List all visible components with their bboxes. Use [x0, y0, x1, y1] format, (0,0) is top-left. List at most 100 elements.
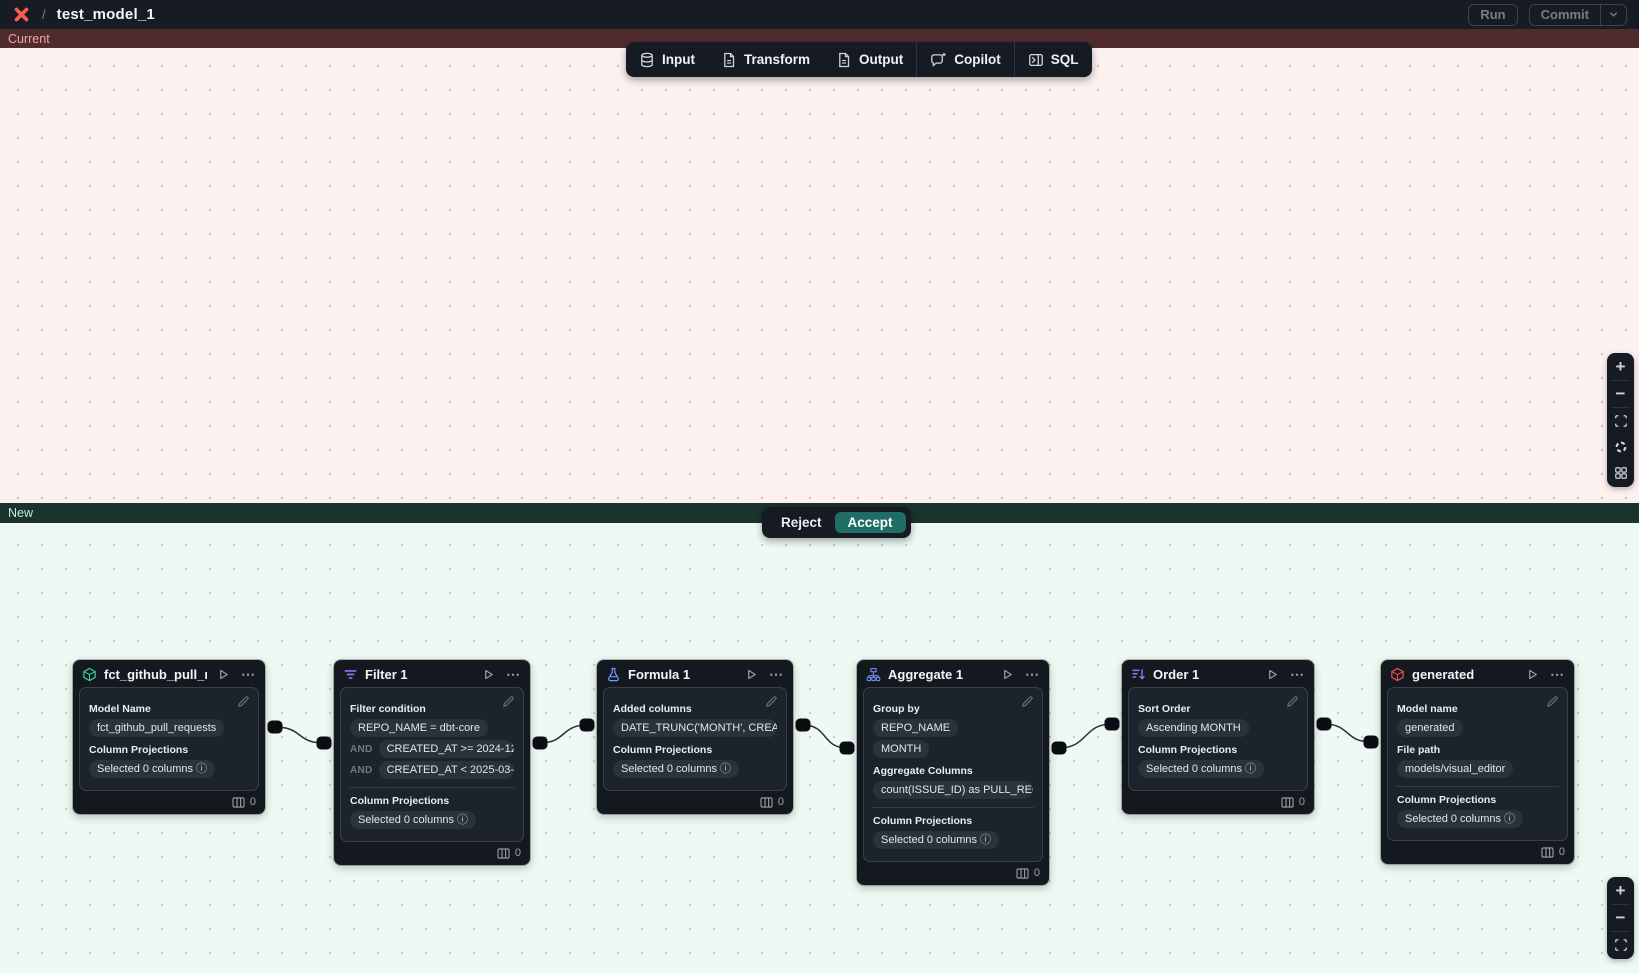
table-icon	[1541, 846, 1554, 858]
value-pill: models/visual_editor	[1397, 760, 1514, 778]
node-order-1[interactable]: Order 1 ⋯ Sort Order Ascending MONTH Col…	[1122, 660, 1314, 814]
node-aggregate-1[interactable]: Aggregate 1 ⋯ Group by REPO_NAME MONTH A…	[857, 660, 1049, 885]
run-button[interactable]: Run	[1468, 3, 1518, 26]
info-icon[interactable]: ⓘ	[1504, 812, 1515, 825]
reject-button[interactable]: Reject	[781, 515, 822, 530]
table-icon	[232, 796, 245, 808]
row-count: 0	[249, 796, 256, 808]
commit-button[interactable]: Commit	[1540, 7, 1589, 22]
edit-icon[interactable]	[1286, 695, 1299, 708]
chevron-down-icon[interactable]	[1600, 4, 1626, 25]
zoom-controls-new: + −	[1607, 877, 1634, 959]
value-pill: Ascending MONTH	[1138, 719, 1249, 737]
flask-icon	[606, 667, 621, 682]
toolbar-divider	[1013, 42, 1015, 77]
accept-button[interactable]: Accept	[834, 512, 906, 533]
database-icon	[639, 52, 655, 68]
row-count: 0	[1558, 846, 1565, 858]
edit-icon[interactable]	[237, 695, 250, 708]
node-generated[interactable]: generated ⋯ Model name generated File pa…	[1381, 660, 1574, 864]
more-icon[interactable]: ⋯	[769, 666, 783, 682]
fit-view-icon[interactable]	[1607, 932, 1634, 958]
sort-icon	[1131, 667, 1146, 682]
node-footer: 0	[1122, 791, 1314, 814]
edit-icon[interactable]	[1021, 695, 1034, 708]
grid-icon[interactable]	[1607, 460, 1634, 486]
info-icon[interactable]: ⓘ	[720, 762, 731, 775]
value-pill: REPO_NAME	[873, 719, 959, 737]
play-icon[interactable]	[214, 666, 232, 682]
info-icon[interactable]: ⓘ	[196, 762, 207, 775]
zoom-in-icon[interactable]: +	[1615, 357, 1626, 376]
node-footer: 0	[334, 842, 530, 865]
top-bar: / test_model_1 Run Commit	[0, 0, 1639, 29]
node-footer: 0	[597, 791, 793, 814]
divider	[1611, 931, 1630, 932]
breadcrumb-separator: /	[42, 7, 46, 22]
divider	[1396, 786, 1559, 787]
node-formula-1[interactable]: Formula 1 ⋯ Added columns DATE_TRUNC('MO…	[597, 660, 793, 814]
zoom-in-icon[interactable]: +	[1615, 881, 1626, 900]
play-icon[interactable]	[479, 666, 497, 682]
play-icon[interactable]	[1263, 666, 1281, 682]
node-header: Filter 1 ⋯	[334, 660, 530, 687]
document-icon	[836, 52, 852, 68]
more-icon[interactable]: ⋯	[1025, 666, 1039, 682]
edit-icon[interactable]	[502, 695, 515, 708]
fit-view-icon[interactable]	[1607, 408, 1634, 434]
node-body: Model Name fct_github_pull_requests Colu…	[79, 687, 259, 791]
node-filter-1[interactable]: Filter 1 ⋯ Filter condition REPO_NAME = …	[334, 660, 530, 865]
play-icon[interactable]	[742, 666, 760, 682]
toolbar-item-copilot[interactable]: Copilot	[917, 42, 1014, 77]
more-icon[interactable]: ⋯	[506, 666, 520, 682]
more-icon[interactable]: ⋯	[1550, 666, 1564, 682]
toolbar-item-output[interactable]: Output	[823, 42, 916, 77]
toolbar-item-input[interactable]: Input	[626, 42, 708, 77]
node-header: Order 1 ⋯	[1122, 660, 1314, 687]
node-header: Formula 1 ⋯	[597, 660, 793, 687]
more-icon[interactable]: ⋯	[241, 666, 255, 682]
node-body: Added columns DATE_TRUNC('MONTH', CREATE…	[603, 687, 787, 791]
row-count: 0	[1298, 796, 1305, 808]
node-header: generated ⋯	[1381, 660, 1574, 687]
value-pill: DATE_TRUNC('MONTH', CREATED_AT…	[613, 719, 777, 737]
cube-icon	[82, 667, 97, 682]
row-count: 0	[777, 796, 784, 808]
node-fct-github-pull-requests[interactable]: fct_github_pull_requests ⋯ Model Name fc…	[73, 660, 265, 814]
divider	[1611, 904, 1630, 905]
edit-icon[interactable]	[765, 695, 778, 708]
more-icon[interactable]: ⋯	[1290, 666, 1304, 682]
table-icon	[1281, 796, 1294, 808]
toolbar-item-transform[interactable]: Transform	[708, 42, 823, 77]
table-icon	[1016, 867, 1029, 879]
model-title: test_model_1	[56, 6, 155, 23]
value-pill: generated	[1397, 719, 1463, 737]
info-icon[interactable]: ⓘ	[980, 833, 991, 846]
row-count: 0	[514, 847, 521, 859]
edit-icon[interactable]	[1546, 695, 1559, 708]
filter-icon	[343, 667, 358, 682]
copilot-chat-icon	[930, 52, 947, 68]
toolbar-item-sql[interactable]: SQL	[1015, 42, 1092, 77]
diff-action-bar: Reject Accept	[762, 507, 911, 538]
current-canvas[interactable]	[0, 48, 1639, 503]
info-icon[interactable]: ⓘ	[457, 813, 468, 826]
info-icon[interactable]: ⓘ	[1245, 762, 1256, 775]
zoom-out-icon[interactable]: −	[1615, 908, 1626, 927]
play-icon[interactable]	[1523, 666, 1541, 682]
play-icon[interactable]	[998, 666, 1016, 682]
divider	[1611, 380, 1630, 381]
zoom-out-icon[interactable]: −	[1615, 384, 1626, 403]
value-pill: MONTH	[873, 740, 930, 758]
focus-icon[interactable]	[1607, 434, 1634, 460]
value-pill: REPO_NAME = dbt-core	[350, 719, 488, 737]
dbt-logo-icon[interactable]	[12, 5, 31, 24]
current-band-label: Current	[0, 29, 1639, 48]
table-icon	[497, 847, 510, 859]
